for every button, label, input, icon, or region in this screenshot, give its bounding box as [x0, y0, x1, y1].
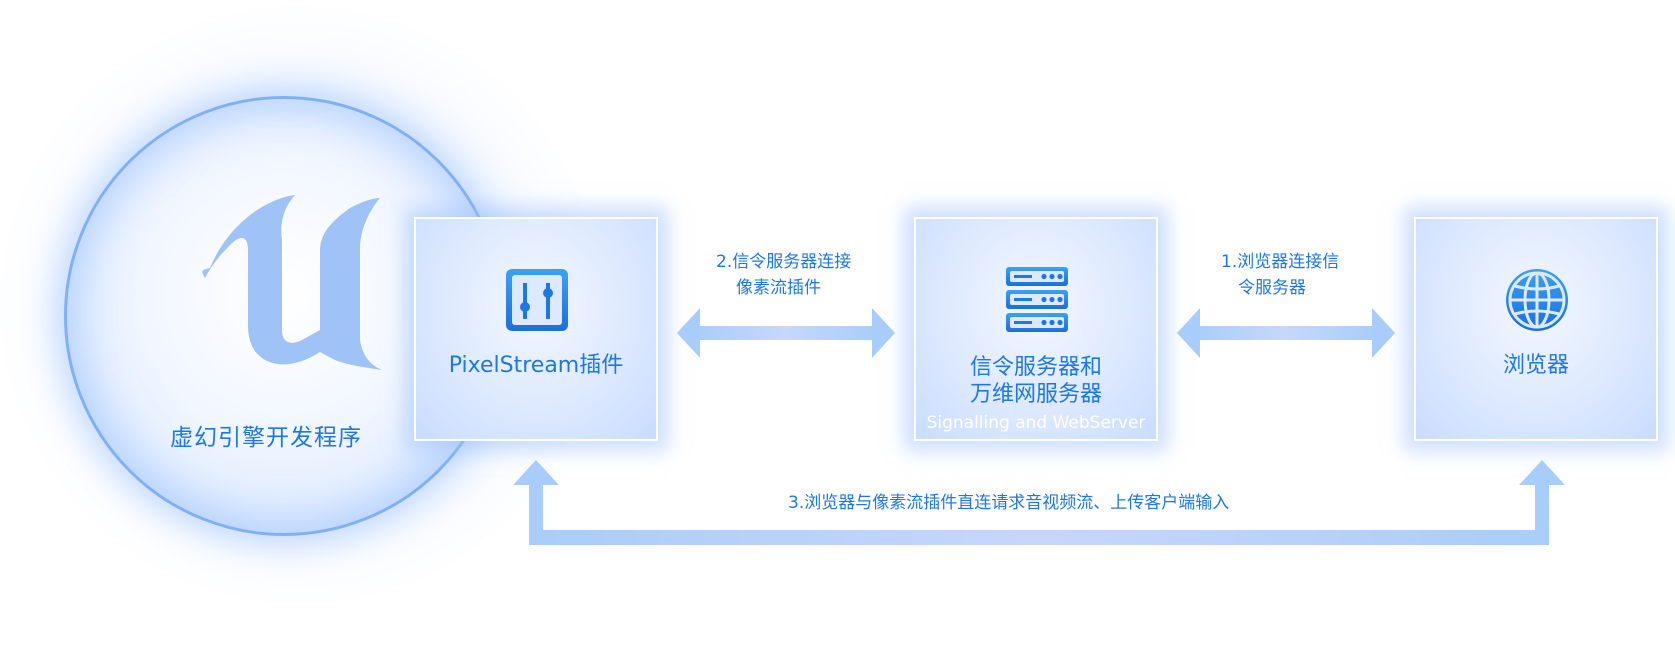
signalling-sublabel: Signalling and WebServer [926, 413, 1146, 433]
direct-connection-arrow [513, 460, 1565, 545]
engine-label: 虚幻引擎开发程序 [170, 425, 362, 451]
globe-icon [1506, 269, 1568, 331]
sliders-icon [506, 269, 568, 331]
double-arrow-pixel-signal [677, 308, 895, 358]
step1-label-line2: 令服务器 [1238, 278, 1306, 298]
signalling-label-line2: 万维网服务器 [969, 382, 1102, 407]
server-icon [1006, 267, 1068, 332]
browser-label: 浏览器 [1502, 353, 1569, 378]
step2-label-line2: 像素流插件 [736, 278, 821, 298]
step1-label-line1: 1.浏览器连接信 [1221, 252, 1340, 272]
step3-label: 3.浏览器与像素流插件直连请求音视频流、上传客户端输入 [788, 493, 1230, 513]
signalling-node: 信令服务器和 万维网服务器 Signalling and WebServer [914, 217, 1158, 441]
pixelstream-node: PixelStream插件 [414, 217, 658, 441]
unreal-engine-logo [202, 195, 382, 370]
browser-node: 浏览器 [1414, 217, 1658, 441]
step2-label-line1: 2.信令服务器连接 [716, 252, 852, 272]
signalling-label-line1: 信令服务器和 [969, 355, 1102, 380]
double-arrow-signal-browser [1177, 308, 1395, 358]
pixelstream-label: PixelStream插件 [448, 353, 624, 378]
